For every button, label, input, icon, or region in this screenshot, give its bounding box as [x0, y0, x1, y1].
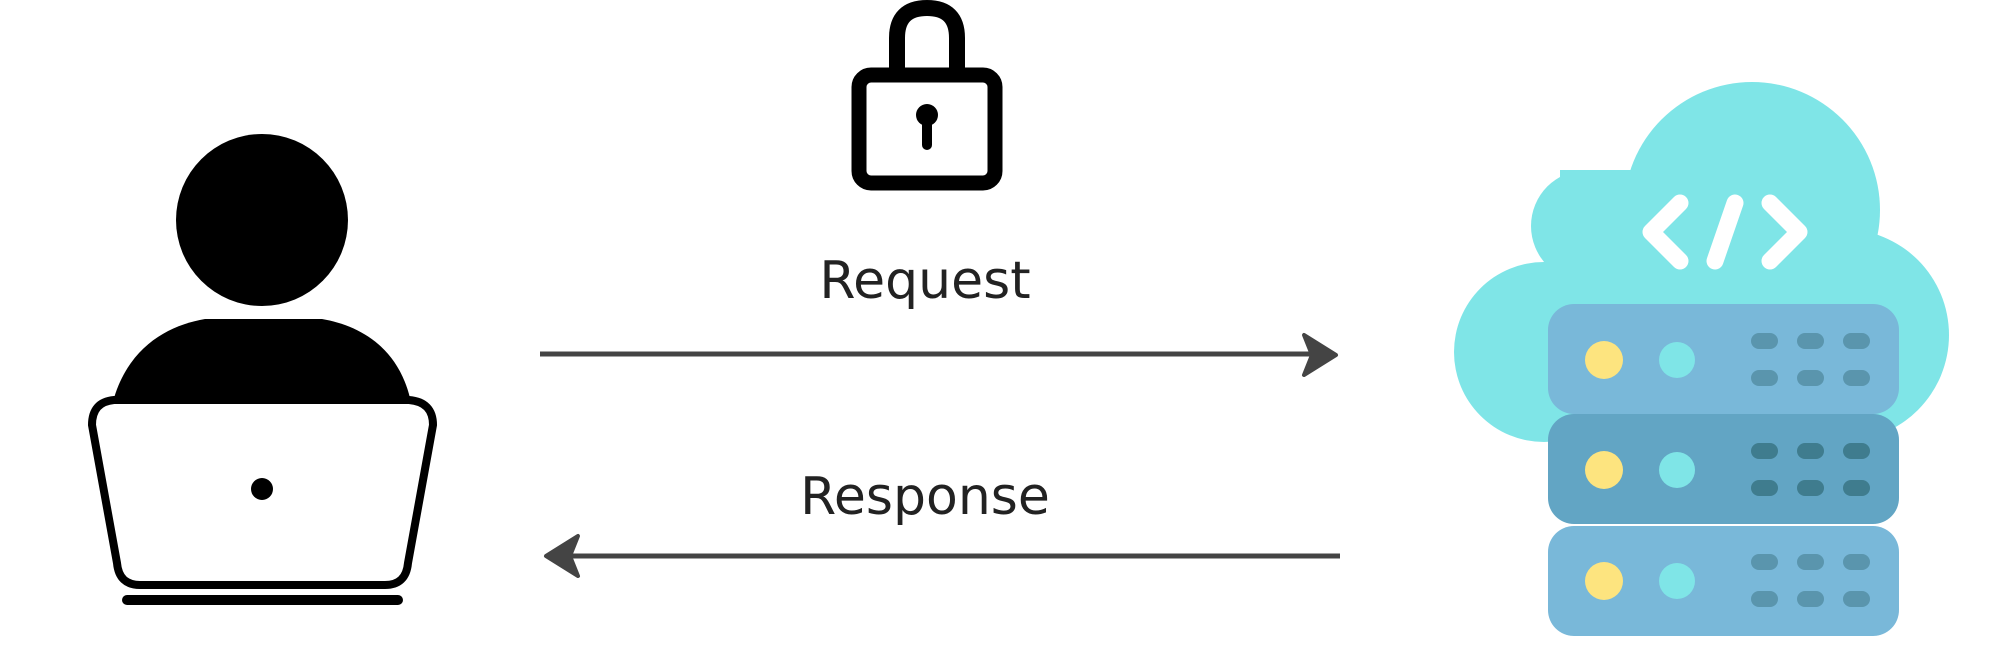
status-led-cyan — [1659, 563, 1695, 599]
server-unit-top — [1548, 304, 1899, 414]
user-head — [176, 134, 348, 306]
response-arrow-head — [544, 534, 580, 578]
status-led-yellow — [1585, 451, 1623, 489]
code-brackets-icon — [1642, 194, 1808, 270]
response-label: Response — [800, 467, 1050, 527]
user-laptop-icon — [88, 134, 437, 605]
server-unit-middle — [1548, 414, 1899, 524]
padlock-icon — [851, 0, 1003, 191]
cloud-server-icon — [1454, 82, 1949, 636]
request-arrow — [540, 333, 1338, 377]
laptop-logo — [251, 478, 273, 500]
request-label: Request — [819, 251, 1030, 311]
request-arrow-head — [1302, 333, 1338, 377]
status-led-yellow — [1585, 341, 1623, 379]
status-led-cyan — [1659, 342, 1695, 378]
padlock-shackle — [889, 0, 965, 72]
status-led-yellow — [1585, 562, 1623, 600]
response-arrow — [544, 534, 1340, 578]
user-torso — [114, 319, 410, 398]
server-unit-bottom — [1548, 526, 1899, 636]
status-led-cyan — [1659, 452, 1695, 488]
